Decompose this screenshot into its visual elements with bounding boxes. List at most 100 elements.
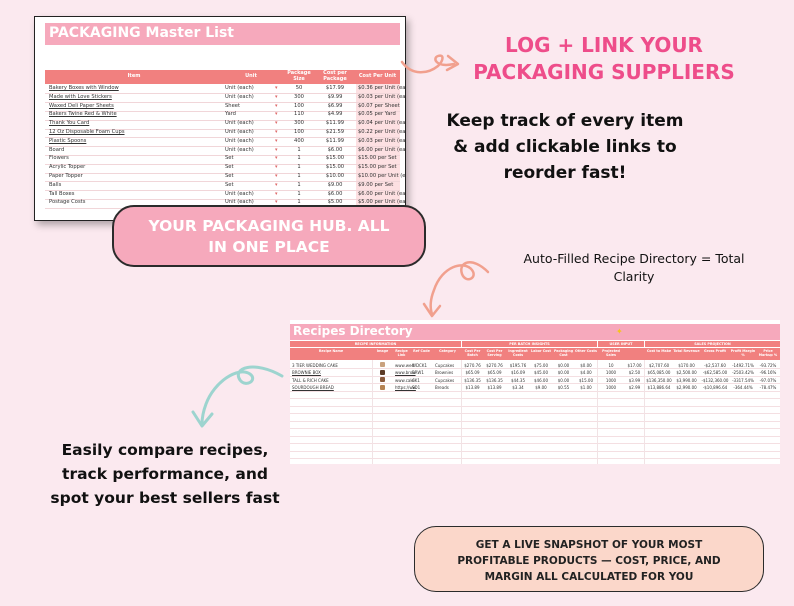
column-header-package-size: Package Size <box>287 70 311 82</box>
packaging-unit-select[interactable]: Set <box>225 181 234 188</box>
chevron-down-icon[interactable]: ▾ <box>275 199 278 206</box>
packaging-item-name[interactable]: Bakery Boxes with Window <box>49 85 119 91</box>
packaging-unit-select[interactable]: Set <box>225 164 234 171</box>
recipe-packaging: $0.00 <box>557 377 570 383</box>
packaging-unit-select[interactable]: Set <box>225 155 234 162</box>
column-header-item: Item <box>127 73 141 79</box>
col-image: Image <box>376 349 389 353</box>
recipe-price: $2.99 <box>628 385 641 390</box>
recipe-name[interactable]: TALL & RICH CAKE <box>292 377 329 383</box>
packaging-item-name[interactable]: Bakers Twine Red & White <box>49 111 117 118</box>
packaging-unit-select[interactable]: Unit (each) <box>225 137 254 144</box>
chevron-down-icon[interactable]: ▾ <box>275 85 278 91</box>
recipe-link[interactable]: https://ww <box>395 385 416 390</box>
packaging-unit-select[interactable]: Unit (each) <box>225 85 254 91</box>
chevron-down-icon[interactable]: ▾ <box>275 146 278 153</box>
chevron-down-icon[interactable]: ▾ <box>275 129 278 135</box>
packaging-size: 110 <box>294 111 304 118</box>
packaging-unit-select[interactable]: Unit (each) <box>225 190 254 197</box>
col-gross-profit: Gross Profit <box>704 349 726 353</box>
packaging-item-name[interactable]: Waxed Deli Paper Sheets <box>49 102 114 109</box>
compare-line-1: Easily compare recipes, <box>61 441 269 459</box>
packaging-item-name[interactable]: Thank You Card <box>49 120 90 127</box>
packaging-size: 1 <box>297 190 301 197</box>
chevron-down-icon[interactable]: ▾ <box>275 120 278 127</box>
recipe-margin: -364.44% <box>733 385 753 390</box>
recipe-margin: -2503.42% <box>732 370 754 375</box>
packaging-cost: $17.99 <box>325 85 345 91</box>
recipe-name[interactable]: BROWNIE BOX <box>292 370 321 375</box>
recipe-price: $17.00 <box>627 362 642 368</box>
packaging-item-name[interactable]: Plastic Spoons <box>49 137 87 144</box>
sparkle-icon: ✦ <box>616 327 623 336</box>
col-price-markup: Price Markup % <box>758 349 778 357</box>
packaging-unit-select[interactable]: Set <box>225 173 234 179</box>
packaging-unit-select[interactable]: Unit (each) <box>225 199 254 206</box>
row-divider <box>45 111 400 112</box>
keep-line-1: Keep track of every item <box>446 111 684 131</box>
row-divider <box>290 435 780 437</box>
column-header-cost-per-unit: Cost Per Unit <box>358 73 397 79</box>
recipe-profit: -$62,585.00 <box>702 370 728 375</box>
packaging-cost: $11.99 <box>325 137 345 144</box>
keep-line-2: & add clickable links to <box>453 137 677 157</box>
recipe-link[interactable]: www.cake <box>395 377 416 383</box>
section-per-batch-insights: PER BATCH INSIGHTS <box>462 341 597 347</box>
packaging-item-name: Board <box>49 146 65 153</box>
packaging-cost: $9.00 <box>327 181 343 188</box>
chevron-down-icon[interactable]: ▾ <box>275 111 278 118</box>
recipe-ingredient: $3.34 <box>512 385 524 390</box>
recipe-thumbnail <box>380 384 385 390</box>
chevron-down-icon[interactable]: ▾ <box>275 190 278 197</box>
chevron-down-icon[interactable]: ▾ <box>275 181 278 188</box>
col-cost-to-make: Cost to Make <box>646 349 672 353</box>
headline-line-2: PACKAGING SUPPLIERS <box>473 60 735 84</box>
col-cost-per-serving: Cost Per Serving <box>486 349 503 357</box>
packaging-cost-per-unit: $0.03 per Unit (each) <box>358 137 406 144</box>
col-recipe-link: Recipe Link <box>395 349 408 357</box>
packaging-unit-select[interactable]: Sheet <box>225 102 240 109</box>
packaging-item-name[interactable]: 12 Oz Disposable Foam Cups <box>49 129 125 135</box>
recipe-link[interactable]: www.brow <box>395 370 416 375</box>
chevron-down-icon[interactable]: ▾ <box>275 173 278 179</box>
recipe-packaging: $0.00 <box>557 362 570 368</box>
packaging-unit-select[interactable]: Unit (each) <box>225 93 254 100</box>
packaging-cost: $15.00 <box>325 164 345 171</box>
recipe-code: WDCK1 <box>412 362 427 368</box>
packaging-sheet-title: PACKAGING Master List <box>49 25 234 41</box>
column-header-unit: Unit <box>245 73 257 79</box>
recipe-name[interactable]: 3 TIER WEDDING CAKE <box>292 362 338 368</box>
hub-line-1: YOUR PACKAGING HUB. ALL <box>148 217 390 235</box>
packaging-unit-select[interactable]: Unit (each) <box>225 146 254 153</box>
headline-line-1: LOG + LINK YOUR <box>505 33 703 57</box>
recipe-name[interactable]: SOURDOUGH BREAD <box>292 385 334 390</box>
recipe-link[interactable]: www.wed <box>395 362 414 368</box>
chevron-down-icon[interactable]: ▾ <box>275 155 278 162</box>
chevron-down-icon[interactable]: ▾ <box>275 164 278 171</box>
recipe-thumbnail <box>380 369 385 375</box>
chevron-down-icon[interactable]: ▾ <box>275 93 278 100</box>
packaging-unit-select[interactable]: Unit (each) <box>225 129 254 135</box>
packaging-master-list-sheet: PACKAGING Master List Item Unit Package … <box>34 16 406 221</box>
section-recipe-information: RECIPE INFORMATION <box>290 341 461 347</box>
recipes-directory-sheet: Recipes Directory ✦ RECIPE INFORMATION P… <box>290 320 780 464</box>
packaging-cost-per-unit: $9.00 per Set <box>358 181 394 188</box>
recipe-make: $136,350.00 <box>646 377 672 383</box>
col-category: Category <box>439 349 456 353</box>
compare-recipes-caption: Easily compare recipes, track performanc… <box>34 438 296 510</box>
recipe-profit: -$10,896.64 <box>702 385 728 390</box>
row-divider <box>45 119 400 121</box>
recipe-make: $13,886.64 <box>647 385 671 390</box>
packaging-cost-per-unit: $0.05 per Yard <box>358 111 396 118</box>
packaging-size: 400 <box>294 137 304 144</box>
chevron-down-icon[interactable]: ▾ <box>275 137 278 144</box>
packaging-unit-select[interactable]: Unit (each) <box>225 120 254 127</box>
packaging-unit-select[interactable]: Yard <box>225 111 236 118</box>
packaging-item-name[interactable]: Made with Love Stickers <box>49 93 112 100</box>
chevron-down-icon[interactable]: ▾ <box>275 102 278 109</box>
recipe-thumbnail <box>380 377 385 382</box>
